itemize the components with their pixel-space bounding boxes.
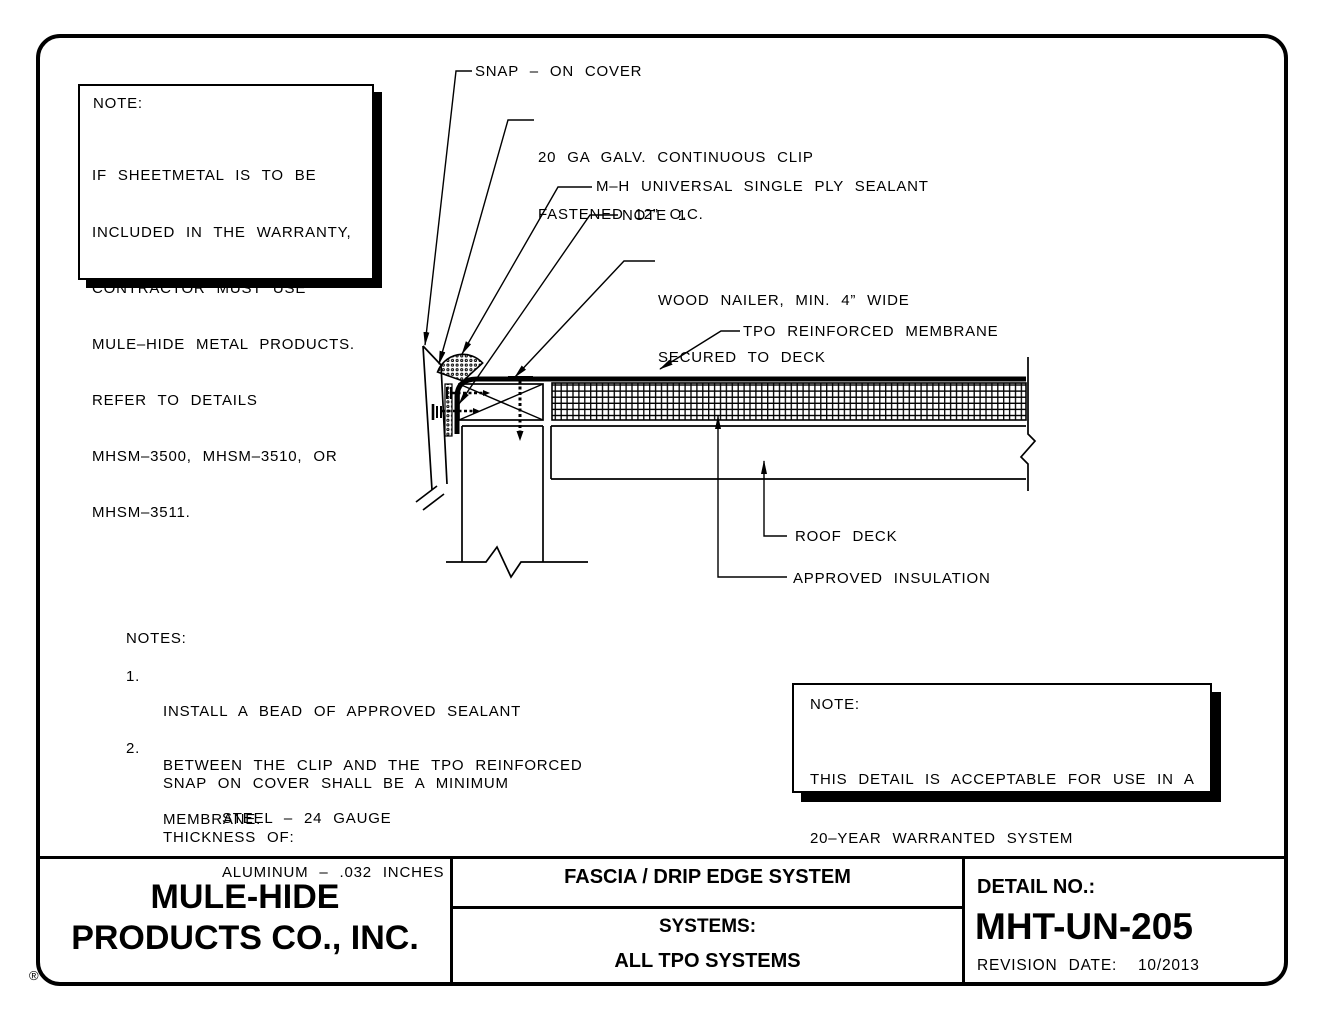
title-block-middle-rule <box>453 906 962 909</box>
callout-insulation: APPROVED INSULATION <box>793 570 991 587</box>
note2-body: SNAP ON COVER SHALL BE A MINIMUM THICKNE… <box>163 739 509 883</box>
detail-no-value: MHT-UN-205 <box>975 906 1193 947</box>
note2-sublist: STEEL – 24 GAUGE ALUMINUM – .032 INCHES <box>222 774 444 918</box>
note-line: THICKNESS OF: <box>163 829 295 846</box>
note1-number: 1. <box>126 668 141 685</box>
system-title: FASCIA / DRIP EDGE SYSTEM <box>564 866 851 888</box>
leader-roof-deck <box>761 460 787 537</box>
note-line: MHSM–3500, MHSM–3510, OR <box>92 447 338 465</box>
systems-value: ALL TPO SYSTEMS <box>614 950 801 972</box>
note-line: SNAP ON COVER SHALL BE A MINIMUM <box>163 775 509 792</box>
note-line: MULE–HIDE METAL PRODUCTS. <box>92 335 355 353</box>
systems-label: SYSTEMS: <box>658 916 757 937</box>
note-line: MEMBRANE. <box>163 811 262 828</box>
note-line: MHSM–3511. <box>92 504 191 522</box>
leader-membrane <box>659 330 740 370</box>
insulation-hatch <box>551 382 1027 421</box>
fastener-horizontal-1 <box>446 387 490 399</box>
leader-wood-nailer <box>514 260 655 378</box>
company-name-line1: MULE-HIDE <box>150 878 340 916</box>
title-block-divider-left <box>450 859 453 982</box>
revision-date-label: REVISION DATE: <box>977 957 1118 974</box>
roof-deck-outline <box>550 425 1026 480</box>
callout-roof-deck: ROOF DECK <box>795 528 898 545</box>
callout-sealant: M–H UNIVERSAL SINGLE PLY SEALANT <box>596 178 929 195</box>
callout-line: SECURED TO DECK <box>658 349 826 366</box>
callout-wood-nailer: WOOD NAILER, MIN. 4” WIDE SECURED TO DEC… <box>658 253 910 405</box>
note-box-warranty: NOTE: THIS DETAIL IS ACCEPTABLE FOR USE … <box>792 683 1212 847</box>
note-line: 20–YEAR WARRANTED SYSTEM <box>810 829 1074 847</box>
callout-line: FASTENED 12” O.C. <box>538 206 704 223</box>
notes-heading: NOTES: <box>126 630 187 647</box>
note-line: STEEL – 24 GAUGE <box>222 810 392 827</box>
fastener-horizontal-2 <box>431 404 480 420</box>
note-line: IF SHEETMETAL IS TO BE <box>92 167 317 185</box>
title-block-divider-right <box>962 859 965 982</box>
sheet-border <box>36 34 1288 986</box>
callout-line: 20 GA GALV. CONTINUOUS CLIP <box>538 149 814 166</box>
snap-on-cover-profile <box>422 345 448 491</box>
note-line: ALUMINUM – .032 INCHES <box>222 864 445 881</box>
leader-continuous-clip <box>438 119 534 365</box>
ground-break-line <box>446 545 588 579</box>
note-line: INCLUDED IN THE WARRANTY, <box>92 223 352 241</box>
right-break-edge <box>1019 357 1037 491</box>
callout-membrane: TPO REINFORCED MEMBRANE <box>743 323 999 340</box>
wall-outline <box>461 425 544 562</box>
note-box-title: NOTE: <box>93 95 143 112</box>
callout-snap-on-cover: SNAP – ON COVER <box>475 63 643 80</box>
revision-date-value: 10/2013 <box>1138 957 1200 974</box>
note-line: BETWEEN THE CLIP AND THE TPO REINFORCED <box>163 757 583 774</box>
sealant-bead <box>436 353 484 382</box>
note2-number: 2. <box>126 740 141 757</box>
note-box-title: NOTE: <box>810 696 860 713</box>
note-box-sheetmetal: NOTE: IF SHEETMETAL IS TO BE INCLUDED IN… <box>78 84 374 521</box>
registered-trademark-symbol: ® <box>29 968 39 983</box>
leader-sealant <box>461 186 592 355</box>
leader-snap-on-cover <box>423 70 472 346</box>
company-name-line2: PRODUCTS CO., INC. <box>71 919 419 957</box>
title-block-top-rule <box>40 856 1284 859</box>
note1-body: INSTALL A BEAD OF APPROVED SEALANT BETWE… <box>163 667 583 865</box>
callout-continuous-clip: 20 GA GALV. CONTINUOUS CLIP FASTENED 12”… <box>538 110 814 262</box>
detail-no-label: DETAIL NO.: <box>977 876 1096 898</box>
note-line: THIS DETAIL IS ACCEPTABLE FOR USE IN A <box>810 771 1195 788</box>
note-line: REFER TO DETAILS <box>92 391 258 409</box>
note-box-body: THIS DETAIL IS ACCEPTABLE FOR USE IN A 2… <box>810 731 1195 887</box>
leader-note1 <box>458 214 618 405</box>
note-line: CONTRACTOR MUST USE <box>92 279 307 297</box>
callout-line: WOOD NAILER, MIN. 4” WIDE <box>658 292 910 309</box>
note-box-body: IF SHEETMETAL IS TO BE INCLUDED IN THE W… <box>92 130 355 560</box>
cover-break-slashes <box>415 485 445 511</box>
callout-note1-ref: NOTE 1 <box>622 207 687 224</box>
fastener-vertical <box>508 376 533 441</box>
leader-insulation <box>715 415 787 578</box>
note-line: INSTALL A BEAD OF APPROVED SEALANT <box>163 703 522 720</box>
